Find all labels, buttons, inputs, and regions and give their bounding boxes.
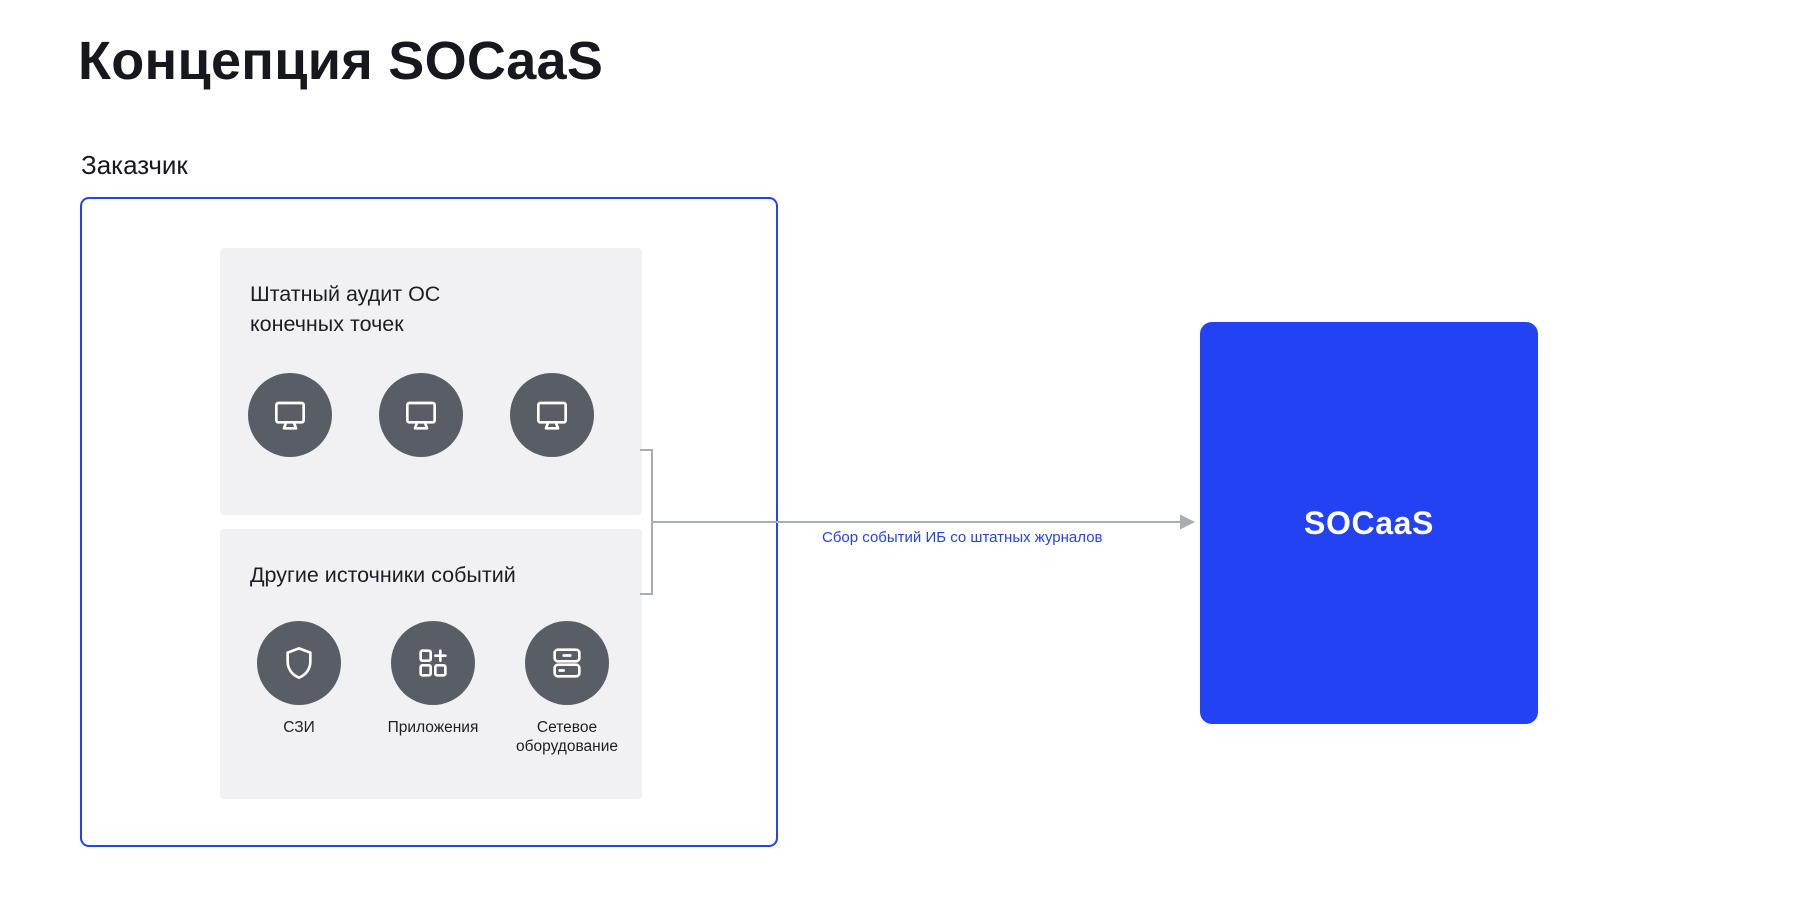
network-equipment-label: Сетевое оборудование <box>516 718 618 756</box>
szi-circle <box>257 620 341 705</box>
panel-other-event-sources-title: Другие источники событий <box>250 563 516 587</box>
network-equipment-icon <box>553 647 581 678</box>
monitor-icon <box>536 401 567 430</box>
shield-icon <box>286 646 312 679</box>
panel-endpoint-os-audit-title: Штатный аудит ОС конечных точек <box>250 282 441 336</box>
flow-arrow-label: Сбор событий ИБ со штатных журналов <box>822 529 1103 546</box>
panel-endpoint-os-audit: Штатный аудит ОС конечных точек <box>220 248 642 515</box>
source-item-network-equipment: Сетевое оборудование <box>512 620 622 757</box>
page-title: Концепция SOCaaS <box>78 31 604 91</box>
network-equipment-circle <box>525 620 609 705</box>
endpoint-circle-3 <box>510 373 594 458</box>
monitor-icon <box>274 401 305 430</box>
socaas-box: SOCaaS <box>1200 322 1538 724</box>
apps-icon <box>419 648 447 677</box>
monitor-icon <box>405 401 436 430</box>
endpoint-icons-row <box>220 373 642 458</box>
endpoint-circle-1 <box>248 373 332 458</box>
source-item-szi: СЗИ <box>244 620 354 757</box>
flow-arrowhead <box>1180 514 1195 530</box>
panel-other-event-sources: Другие источники событий СЗИ <box>220 529 642 799</box>
szi-label: СЗИ <box>283 718 315 736</box>
source-item-applications: Приложения <box>378 620 488 757</box>
applications-label: Приложения <box>387 718 479 736</box>
applications-circle <box>391 620 475 705</box>
other-sources-icons-row: СЗИ Приложения <box>220 620 642 757</box>
customer-box: Штатный аудит ОС конечных точек <box>80 197 778 847</box>
endpoint-circle-2 <box>379 373 463 458</box>
customer-label: Заказчик <box>81 150 188 180</box>
socaas-label: SOCaaS <box>1304 504 1434 541</box>
